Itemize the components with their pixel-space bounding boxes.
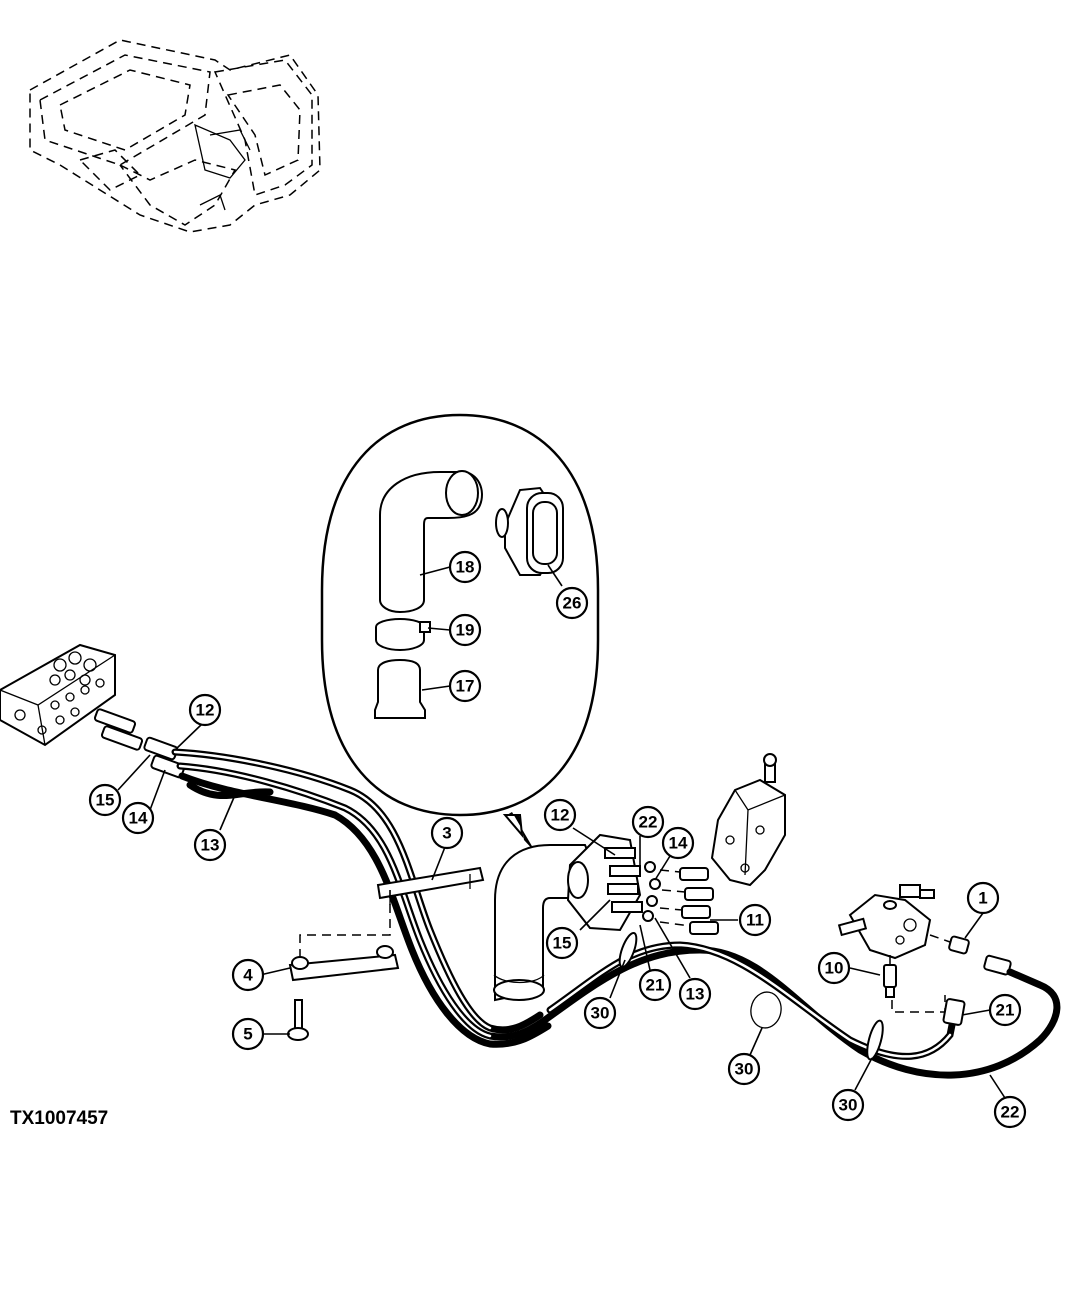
bulkhead-grommet: [566, 833, 661, 932]
callout-4: 4: [231, 958, 265, 992]
callout-15: 15: [88, 783, 122, 817]
hose-bundle-right: [541, 941, 1061, 1079]
callout-13: 13: [193, 828, 227, 862]
svg-text:30: 30: [591, 1004, 610, 1023]
callout-15: 15: [545, 926, 579, 960]
callout-22: 22: [993, 1095, 1027, 1129]
callout-11: 11: [738, 903, 772, 937]
grommet-part: [495, 486, 564, 576]
elbow-fittings: [659, 867, 719, 935]
callout-14: 14: [121, 801, 155, 835]
callout-18: 18: [448, 550, 482, 584]
svg-text:18: 18: [456, 558, 475, 577]
figure-id-label: TX1007457: [10, 1108, 109, 1129]
svg-text:4: 4: [243, 966, 253, 985]
callout-30: 30: [727, 1052, 761, 1086]
svg-text:22: 22: [639, 813, 658, 832]
svg-text:12: 12: [196, 701, 215, 720]
callout-12: 12: [543, 798, 577, 832]
callout-10: 10: [817, 951, 851, 985]
callout-19: 19: [448, 613, 482, 647]
callout-5: 5: [231, 1017, 265, 1051]
cap-part: [374, 658, 426, 719]
elbow-boot-part: [379, 470, 483, 614]
callout-21: 21: [988, 993, 1022, 1027]
valve-adapter-fittings: [93, 708, 186, 779]
callout-26: 26: [555, 586, 589, 620]
svg-text:10: 10: [825, 959, 844, 978]
svg-text:21: 21: [646, 976, 665, 995]
svg-text:21: 21: [996, 1001, 1015, 1020]
band-clamp-part: [375, 618, 431, 652]
svg-text:1: 1: [978, 889, 987, 908]
fitting-10: [883, 955, 946, 1013]
svg-text:15: 15: [553, 934, 572, 953]
callout-22: 22: [631, 805, 665, 839]
svg-text:14: 14: [669, 834, 688, 853]
pilot-pump-assembly: [710, 753, 786, 887]
callout-12: 12: [188, 693, 222, 727]
mounting-bracket: [288, 890, 400, 982]
svg-text:13: 13: [201, 836, 220, 855]
cap-screw: [287, 999, 309, 1041]
svg-text:30: 30: [735, 1060, 754, 1079]
pilot-shutoff-valve: [837, 884, 935, 960]
callout-30: 30: [583, 996, 617, 1030]
svg-text:30: 30: [839, 1096, 858, 1115]
control-valve-block: [0, 643, 116, 747]
callout-17: 17: [448, 669, 482, 703]
adapter-fitting-1: [929, 934, 1012, 976]
svg-text:13: 13: [686, 985, 705, 1004]
svg-text:5: 5: [243, 1025, 252, 1044]
leader-lines: [117, 564, 1006, 1099]
svg-text:26: 26: [563, 594, 582, 613]
callout-21: 21: [638, 968, 672, 1002]
svg-text:17: 17: [456, 677, 475, 696]
svg-text:19: 19: [456, 621, 475, 640]
machine-locator-outline: [29, 39, 321, 233]
svg-text:14: 14: [129, 809, 148, 828]
svg-text:15: 15: [96, 791, 115, 810]
svg-text:11: 11: [746, 911, 764, 930]
callout-3: 3: [430, 816, 464, 850]
svg-text:22: 22: [1001, 1103, 1020, 1122]
svg-text:12: 12: [551, 806, 570, 825]
callout-30: 30: [831, 1088, 865, 1122]
callout-1: 1: [966, 881, 1000, 915]
callout-13: 13: [678, 977, 712, 1011]
callout-14: 14: [661, 826, 695, 860]
svg-text:3: 3: [442, 824, 451, 843]
